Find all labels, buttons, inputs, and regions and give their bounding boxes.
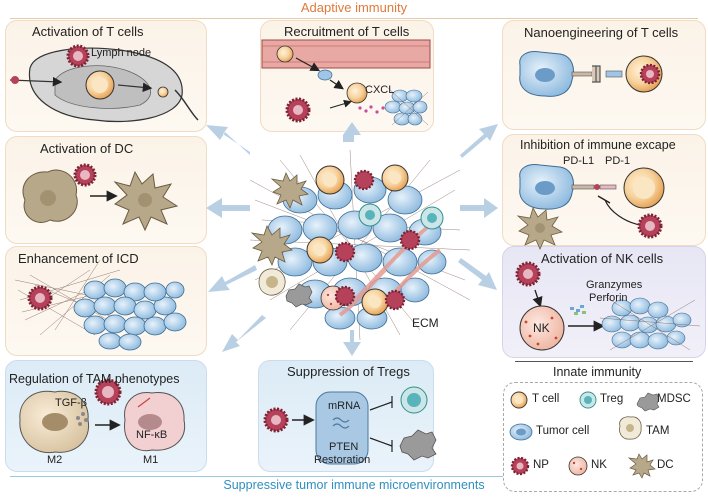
label-perforin: Perforin: [589, 292, 628, 304]
title-activation-dc: Activation of DC: [40, 141, 134, 156]
label-pd-l1: PD-L1: [563, 155, 595, 167]
lymph-node-illustration: [9, 47, 199, 123]
legend-label-tam: TAM: [646, 425, 670, 437]
label-granzymes: Granzymes: [586, 279, 643, 291]
header-divider: [10, 18, 698, 19]
label-pd-1: PD-1: [605, 155, 631, 167]
title-enhancement-icd: Enhancement of ICD: [18, 251, 139, 266]
tumor-microenvironment: [249, 149, 471, 341]
legend-label-np: NP: [533, 459, 549, 471]
nanoengineering-illustration: [519, 51, 663, 97]
dc-activation-illustration: [22, 163, 179, 232]
adaptive-immunity-header: Adaptive immunity: [300, 0, 408, 15]
label-mrna: mRNA: [328, 400, 361, 412]
legend-title: Innate immunity: [553, 365, 642, 379]
label-nk-cell: NK: [533, 321, 550, 335]
immune-escape-illustration: [516, 164, 665, 250]
title-nk-cells: Activation of NK cells: [541, 251, 664, 266]
title-immune-escape: Inhibition of immune excape: [520, 138, 676, 152]
label-m1: M1: [143, 454, 159, 466]
tumor-cell-icon: [509, 423, 533, 441]
label-nf-kb: NF-κB: [136, 429, 168, 441]
title-recruitment: Recruitment of T cells: [284, 24, 410, 39]
legend-label-tumor-cell: Tumor cell: [536, 425, 590, 437]
label-tgf-beta: TGF-β: [55, 397, 87, 409]
legend-label-dc: DC: [657, 459, 674, 471]
label-ecm: ECM: [412, 316, 439, 330]
legend-label-t-cell: T cell: [532, 393, 560, 405]
blue-arrows: [206, 122, 498, 356]
nk-illustration: [515, 261, 701, 351]
footer-divider: [10, 476, 510, 477]
np-icon: [66, 44, 90, 68]
np-legend-icon: [510, 456, 530, 476]
suppressive-tme-footer: Suppressive tumor immune microenvironmen…: [223, 478, 485, 492]
tam-icon: [619, 416, 642, 440]
label-lymph-node: Lymph node: [91, 47, 152, 59]
legend-icons: [509, 391, 660, 479]
label-m2: M2: [47, 454, 63, 466]
legend-label-treg: Treg: [600, 393, 624, 405]
legend-divider: [515, 361, 693, 362]
treg-icon: [579, 391, 597, 409]
t-cell-icon: [510, 391, 528, 409]
tam-illustration: [19, 378, 186, 454]
title-tam-phenotypes: Regulation of TAM phenotypes: [9, 372, 180, 386]
nk-legend-icon: [568, 456, 588, 476]
title-tregs: Suppression of Tregs: [287, 364, 410, 379]
title-nanoengineering: Nanoengineering of T cells: [524, 25, 679, 40]
recruitment-illustration: [261, 39, 431, 126]
legend-label-mdsc: MDSC: [657, 393, 691, 405]
label-restoration: Restoration: [314, 454, 371, 466]
mdsc-icon: [636, 392, 660, 412]
dc-legend-icon: [627, 453, 656, 479]
icd-illustration: [14, 259, 187, 351]
label-cxcl: CXCL: [365, 84, 395, 96]
legend-label-nk: NK: [591, 459, 607, 471]
tregs-illustration: [263, 386, 437, 465]
legend-box: [503, 382, 703, 492]
title-activation-t-cells: Activation of T cells: [32, 24, 144, 39]
label-pten: PTEN: [329, 441, 359, 453]
